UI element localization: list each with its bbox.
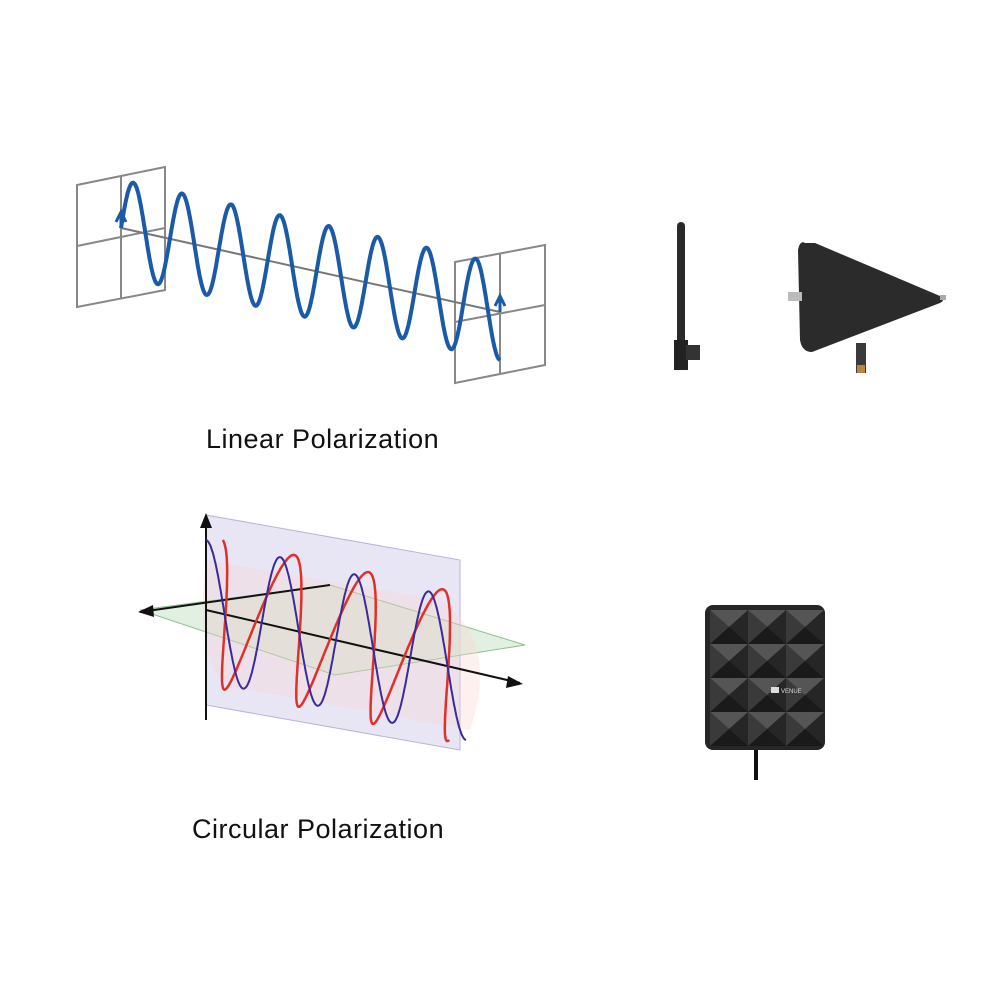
whip-antenna-image — [674, 222, 700, 370]
linear-wave — [119, 180, 502, 362]
paddle-antenna-image — [788, 242, 946, 373]
arrow-icon — [493, 292, 507, 312]
linear-left-frame — [76, 165, 166, 309]
panel-antenna-image: VENUE — [705, 605, 825, 780]
panel-logo: VENUE — [781, 689, 802, 695]
circular-diagram — [138, 513, 526, 751]
linear-polarization-caption: Linear Polarization — [206, 424, 440, 454]
arrow-icon — [114, 208, 128, 228]
circular-polarization-caption: Circular Polarization — [192, 814, 445, 844]
linear-right-frame — [454, 243, 546, 385]
